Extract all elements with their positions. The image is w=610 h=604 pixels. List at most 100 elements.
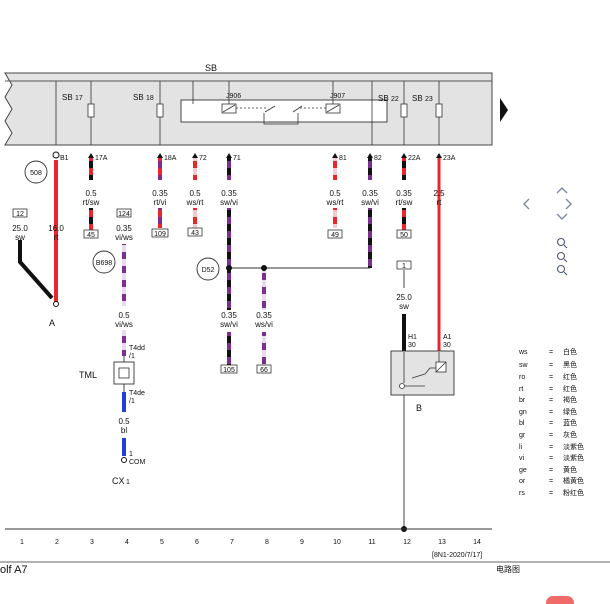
pin-22a: 22A bbox=[408, 155, 421, 162]
legend-row: ro=红色 bbox=[519, 372, 577, 381]
svg-text:18: 18 bbox=[146, 95, 154, 102]
tag-b698: B698 bbox=[96, 260, 112, 267]
wire-72 bbox=[193, 158, 197, 180]
page-code: [8N1-2020/7/17] bbox=[432, 552, 482, 559]
svg-text:li: li bbox=[519, 444, 523, 451]
svg-text:gn: gn bbox=[519, 409, 527, 416]
pin-71: 71 bbox=[233, 155, 241, 162]
wire-105 bbox=[227, 332, 231, 365]
pan-left-icon[interactable] bbox=[523, 198, 530, 210]
fuse-sb17: SB 17 bbox=[62, 81, 95, 145]
svg-text:/1: /1 bbox=[129, 398, 135, 405]
pan-down-icon[interactable] bbox=[556, 213, 568, 220]
svg-text:0.5: 0.5 bbox=[118, 417, 130, 426]
wire-tml bbox=[122, 330, 126, 356]
pin-heads bbox=[52, 151, 442, 307]
svg-text:SB: SB bbox=[133, 93, 144, 102]
svg-text:1: 1 bbox=[129, 451, 133, 458]
svg-text:SB: SB bbox=[412, 94, 423, 103]
svg-text:0.35: 0.35 bbox=[221, 189, 237, 198]
wire-66 bbox=[262, 270, 266, 310]
svg-text:1: 1 bbox=[20, 539, 24, 546]
ref-49: 49 bbox=[331, 232, 339, 239]
svg-text:4: 4 bbox=[125, 539, 129, 546]
svg-text:ws/vi: ws/vi bbox=[254, 320, 273, 329]
pin-18a: 18A bbox=[164, 155, 177, 162]
svg-text:=: = bbox=[549, 478, 553, 485]
svg-text:0.5: 0.5 bbox=[85, 189, 97, 198]
svg-text:rt: rt bbox=[519, 386, 523, 393]
column-ruler: 1 2 3 4 5 6 7 8 9 10 11 12 13 14 bbox=[5, 528, 492, 546]
svg-text:橘黄色: 橘黄色 bbox=[563, 476, 584, 485]
pin-23a: 23A bbox=[443, 155, 456, 162]
svg-text:rt/vi: rt/vi bbox=[154, 198, 167, 207]
tml-label: TML bbox=[79, 370, 97, 380]
svg-text:绿色: 绿色 bbox=[563, 407, 577, 416]
svg-text:gr: gr bbox=[519, 432, 526, 439]
wire-71 bbox=[227, 158, 231, 180]
svg-text:0.35: 0.35 bbox=[396, 189, 412, 198]
svg-text:红色: 红色 bbox=[563, 384, 577, 393]
svg-text:vi: vi bbox=[519, 455, 525, 462]
svg-text:粉红色: 粉红色 bbox=[563, 488, 584, 497]
svg-text:1: 1 bbox=[126, 479, 130, 486]
svg-text:13: 13 bbox=[438, 539, 446, 546]
pin-81: 81 bbox=[339, 155, 347, 162]
pan-right-icon[interactable] bbox=[565, 198, 572, 210]
com-label: COM bbox=[129, 459, 146, 466]
svg-text:bl: bl bbox=[519, 420, 525, 427]
wire-81 bbox=[333, 158, 337, 180]
ref-12: 12 bbox=[16, 211, 24, 218]
svg-text:rt/sw: rt/sw bbox=[396, 198, 413, 207]
relay-box: J906 J907 bbox=[180, 81, 388, 145]
svg-text:0.35: 0.35 bbox=[152, 189, 168, 198]
bus-label: SB bbox=[205, 63, 217, 73]
svg-text:11: 11 bbox=[368, 539, 375, 546]
svg-text:ws/rt: ws/rt bbox=[326, 198, 345, 207]
svg-text:8: 8 bbox=[265, 539, 269, 546]
zoom-in-icon[interactable] bbox=[556, 237, 568, 249]
wire-labels: 16.0 rt 0.5 rt/sw 0.35 rt/vi 0.5 ws/rt 0… bbox=[12, 189, 445, 435]
svg-text:0.35: 0.35 bbox=[362, 189, 378, 198]
zoom-out-icon[interactable] bbox=[556, 264, 568, 276]
floating-badge-icon[interactable] bbox=[546, 596, 574, 604]
zoom-fit-icon[interactable] bbox=[556, 251, 568, 263]
wire-18a bbox=[158, 158, 162, 180]
tag-508: 508 bbox=[30, 170, 42, 177]
circle-tags: 508 B698 D52 bbox=[24, 160, 220, 281]
svg-text:=: = bbox=[549, 490, 553, 497]
svg-text:rt: rt bbox=[437, 198, 443, 207]
tag-d52: D52 bbox=[202, 267, 215, 274]
wire-82 bbox=[368, 158, 372, 180]
svg-text:30: 30 bbox=[443, 342, 451, 349]
svg-text:22: 22 bbox=[391, 96, 399, 103]
svg-text:0.5: 0.5 bbox=[118, 311, 130, 320]
fuse-sb22: SB 22 bbox=[378, 81, 408, 145]
svg-text:蓝色: 蓝色 bbox=[563, 418, 577, 427]
svg-text:ro: ro bbox=[519, 374, 525, 381]
relay-j907-label: J907 bbox=[330, 93, 345, 100]
svg-text:17: 17 bbox=[75, 95, 83, 102]
svg-text:5: 5 bbox=[160, 539, 164, 546]
svg-text:=: = bbox=[549, 397, 553, 404]
pan-up-icon[interactable] bbox=[556, 187, 568, 194]
svg-text:0.35: 0.35 bbox=[256, 311, 272, 320]
svg-text:0.5: 0.5 bbox=[189, 189, 201, 198]
next-page-arrow-icon[interactable] bbox=[500, 98, 508, 122]
h1-label: H1 bbox=[408, 334, 417, 341]
diagram-title: 电路图 bbox=[496, 564, 520, 574]
ref-124: 124 bbox=[118, 211, 130, 218]
svg-text:=: = bbox=[549, 386, 553, 393]
svg-text:sw: sw bbox=[15, 233, 25, 242]
wire-124 bbox=[122, 244, 126, 306]
svg-text:2.5: 2.5 bbox=[433, 189, 445, 198]
fuse-sb18: SB 18 bbox=[133, 81, 164, 145]
svg-text:=: = bbox=[549, 349, 553, 356]
svg-text:vi/ws: vi/ws bbox=[115, 320, 133, 329]
svg-text:ge: ge bbox=[519, 467, 527, 474]
fuse-sb23: SB 23 bbox=[412, 81, 443, 145]
legend-row: gr=灰色 bbox=[519, 430, 577, 439]
svg-text:vi/ws: vi/ws bbox=[115, 233, 133, 242]
wire-17a bbox=[89, 158, 93, 180]
ref-43: 43 bbox=[191, 230, 199, 237]
